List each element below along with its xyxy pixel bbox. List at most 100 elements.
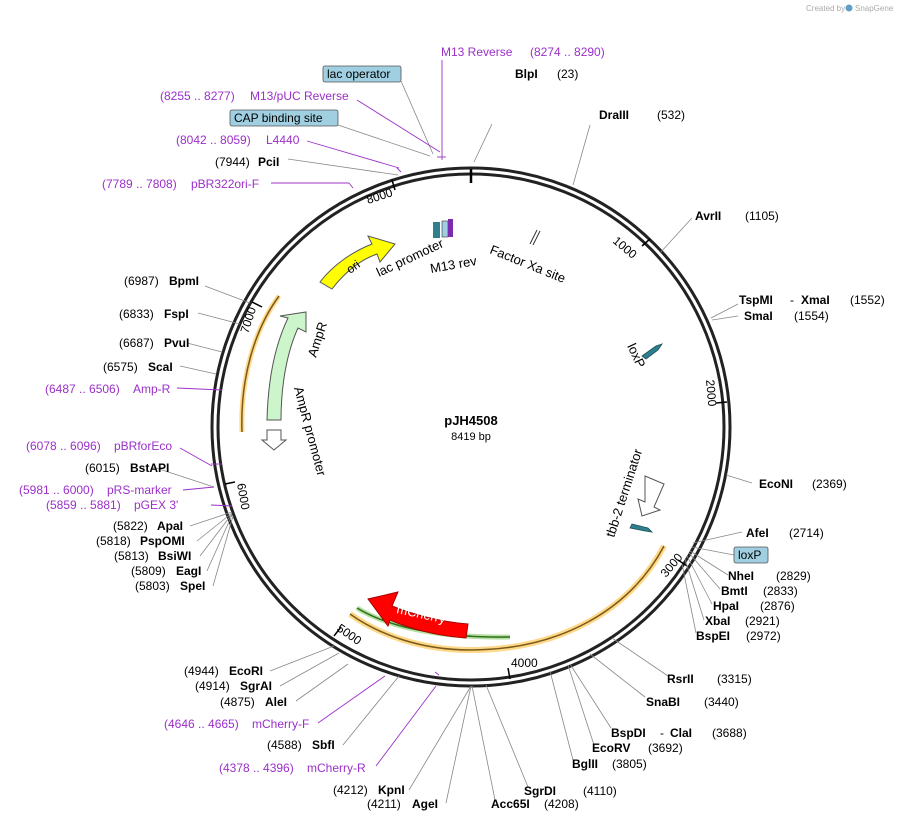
svg-text:L4440: L4440 (266, 133, 300, 147)
svg-text:(6487 .. 6506): (6487 .. 6506) (45, 382, 120, 396)
loxp-feature-top[interactable]: loxP (624, 341, 663, 370)
svg-text:AfeI: AfeI (746, 526, 769, 540)
svg-text:(2714): (2714) (789, 526, 824, 540)
tick-label: 2000 (703, 379, 719, 407)
svg-text:FspI: FspI (164, 307, 189, 321)
svg-text:XbaI: XbaI (705, 614, 730, 628)
site-label[interactable]: (6687) PvuI (119, 336, 189, 350)
svg-text:(6987): (6987) (124, 274, 159, 288)
site-label[interactable]: EcoRV (3692) (592, 741, 683, 755)
primer-label[interactable]: M13 Reverse (8274 .. 8290) (441, 45, 605, 59)
site-label[interactable]: (6833) FspI (119, 307, 189, 321)
ori-label: ori (344, 257, 363, 276)
svg-text:(5803): (5803) (135, 579, 170, 593)
site-label[interactable]: (5803) SpeI (135, 579, 205, 593)
svg-text:(2829): (2829) (776, 569, 811, 583)
site-label[interactable]: Acc65I (4208) (491, 797, 579, 811)
site-label[interactable]: (4944) EcoRI (184, 664, 263, 678)
site-label[interactable]: RsrII (3315) (667, 672, 752, 686)
site-label[interactable]: TspMI - XmaI (1552) (739, 293, 885, 307)
svg-text:AleI: AleI (265, 695, 287, 709)
site-label[interactable]: (4588) SbfI (267, 738, 335, 752)
site-label[interactable]: XbaI (2921) (705, 614, 780, 628)
site-label[interactable]: BmtI (2833) (721, 584, 798, 598)
site-label[interactable]: (4212) KpnI (333, 783, 405, 797)
cap-binding-site-boxed-label[interactable]: CAP binding site (229, 109, 339, 127)
site-label[interactable]: BspDI - ClaI (3688) (611, 726, 747, 740)
primer-label[interactable]: (5859 .. 5881) pGEX 3' (46, 498, 178, 512)
mcherry-halo-line (349, 545, 665, 651)
svg-text:KpnI: KpnI (378, 783, 405, 797)
svg-text:(5859 .. 5881): (5859 .. 5881) (46, 498, 121, 512)
svg-text:(5981 .. 6000): (5981 .. 6000) (19, 483, 94, 497)
site-label[interactable]: (5813) BsiWI (114, 549, 191, 563)
svg-text:BspDI: BspDI (611, 726, 646, 740)
svg-text:pBR322ori-F: pBR322ori-F (191, 177, 259, 191)
primer-label[interactable]: (7789 .. 7808) pBR322ori-F (102, 177, 259, 191)
site-label[interactable]: AvrII (1105) (695, 209, 779, 223)
svg-text:mCherry-R: mCherry-R (307, 761, 366, 775)
primer-label[interactable]: (8042 .. 8059) L4440 (176, 133, 300, 147)
svg-text:(2369): (2369) (812, 477, 847, 491)
site-label[interactable]: BspEI (2972) (696, 629, 781, 643)
primer-label[interactable]: (8255 .. 8277) M13/pUC Reverse (160, 89, 349, 103)
svg-text:(5813): (5813) (114, 549, 149, 563)
site-label[interactable]: (4211) AgeI (367, 797, 438, 811)
tbb2-label: tbb-2 terminator (603, 446, 646, 539)
svg-text:(4211): (4211) (367, 797, 401, 811)
svg-text:(4110): (4110) (583, 784, 617, 798)
svg-text:BlpI: BlpI (515, 67, 538, 81)
feature-ori[interactable]: ori (319, 235, 396, 290)
site-label[interactable]: BlpI (23) (515, 67, 578, 81)
plasmid-length: 8419 bp (451, 431, 491, 443)
tick-marks (224, 179, 728, 680)
site-label[interactable]: SnaBI (3440) (646, 695, 739, 709)
site-label[interactable]: HpaI (2876) (713, 599, 795, 613)
site-label[interactable]: (5818) PspOMI (96, 534, 185, 548)
loxp-feature-bottom[interactable] (629, 523, 654, 533)
svg-text:mCherry-F: mCherry-F (252, 717, 309, 731)
plasmid-name: pJH4508 (444, 413, 497, 428)
primer-label[interactable]: (6487 .. 6506) Amp-R (45, 382, 171, 396)
site-label[interactable]: (4875) AleI (220, 695, 287, 709)
svg-text:(4588): (4588) (267, 738, 302, 752)
site-label[interactable]: (4914) SgrAI (195, 679, 272, 693)
svg-text:HpaI: HpaI (713, 599, 739, 613)
site-labels-left: M13 Reverse (8274 .. 8290) lac operator … (19, 45, 605, 811)
svg-text:RsrII: RsrII (667, 672, 694, 686)
svg-text:Acc65I: Acc65I (491, 797, 530, 811)
primer-label[interactable]: (6078 .. 6096) pBRforEco (26, 439, 172, 453)
site-label[interactable]: (6987) BpmI (124, 274, 199, 288)
site-label[interactable]: AfeI (2714) (746, 526, 824, 540)
site-label[interactable]: DraIII (532) (599, 108, 685, 122)
snapgene-logo-icon (845, 4, 853, 12)
primer-label[interactable]: (4378 .. 4396) mCherry-R (219, 761, 366, 775)
tick-label: 6000 (234, 482, 252, 511)
site-label[interactable]: EcoNI (2369) (759, 477, 847, 491)
primer-label[interactable]: (4646 .. 4665) mCherry-F (164, 717, 309, 731)
factor-xa-label: Factor Xa site (488, 242, 568, 286)
primer-label[interactable]: (5981 .. 6000) pRS-marker (19, 483, 172, 497)
svg-text:(4875): (4875) (220, 695, 255, 709)
svg-text:BsiWI: BsiWI (158, 549, 191, 563)
svg-text:(6833): (6833) (119, 307, 154, 321)
lac-operator-boxed-label[interactable]: lac operator (322, 65, 402, 83)
site-label[interactable]: (6575) ScaI (103, 360, 173, 374)
svg-text:ClaI: ClaI (670, 726, 692, 740)
site-label[interactable]: NheI (2829) (728, 569, 811, 583)
site-label[interactable]: (7944) PciI (215, 155, 279, 169)
site-label[interactable]: SmaI (1554) (744, 309, 829, 323)
svg-text:(1552): (1552) (850, 293, 885, 307)
site-label[interactable]: SgrDI (4110) (524, 784, 617, 798)
site-label[interactable]: (5822) ApaI (113, 519, 183, 533)
site-label[interactable]: (5809) EagI (131, 564, 201, 578)
loxp-boxed-label[interactable]: loxP (733, 546, 769, 564)
svg-text:BglII: BglII (572, 757, 598, 771)
site-label[interactable]: (6015) BstAPI (85, 461, 169, 475)
mcherry-arrow[interactable]: mCherry (367, 591, 469, 639)
svg-text:(532): (532) (657, 108, 685, 122)
svg-text:(2833): (2833) (763, 584, 798, 598)
svg-text:(4212): (4212) (333, 783, 368, 797)
site-label[interactable]: BglII (3805) (572, 757, 647, 771)
